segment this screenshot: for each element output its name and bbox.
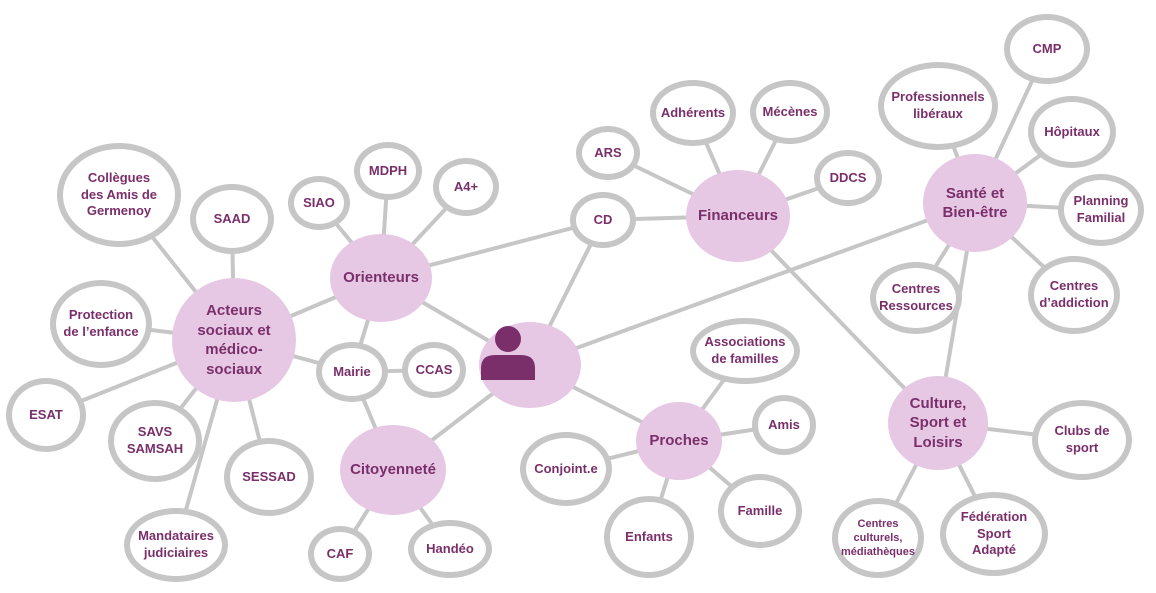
leaf-mecenes: Mécènes [750, 80, 830, 144]
hub-culture-sport-loisirs: Culture, Sport et Loisirs [888, 376, 988, 470]
leaf-ccas: CCAS [402, 342, 466, 398]
leaf-professionnels-liberaux: Professionnels libéraux [878, 62, 998, 150]
leaf-federation-sport-adapte: Fédération Sport Adapté [940, 492, 1048, 576]
leaf-clubs-de-sport: Clubs de sport [1032, 400, 1132, 480]
leaf-hopitaux: Hôpitaux [1028, 96, 1116, 168]
leaf-cd: CD [570, 192, 636, 248]
leaf-a4-plus: A4+ [433, 158, 499, 216]
leaf-adherents: Adhérents [650, 80, 736, 146]
leaf-conjoint: Conjoint.e [520, 432, 612, 506]
leaf-centres-ressources: Centres Ressources [870, 262, 962, 334]
leaf-collegues-amis-germenoy: Collègues des Amis de Germenoy [57, 143, 181, 247]
leaf-mandataires-judiciaires: Mandataires judiciaires [124, 508, 228, 582]
hub-acteurs-sociaux: Acteurs sociaux et médico- sociaux [172, 278, 296, 402]
leaf-sessad: SESSAD [224, 438, 314, 516]
leaf-saad: SAAD [190, 184, 274, 254]
leaf-savs-samsah: SAVS SAMSAH [108, 400, 202, 482]
leaf-ddcs: DDCS [814, 150, 882, 206]
hub-proches: Proches [636, 402, 722, 480]
leaf-planning-familial: Planning Familial [1058, 174, 1144, 246]
leaf-centres-culturels: Centres culturels, médiathèques [832, 498, 924, 578]
leaf-protection-enfance: Protection de l’enfance [50, 280, 152, 368]
hub-financeurs: Financeurs [686, 170, 790, 262]
leaf-cmp: CMP [1004, 14, 1090, 84]
leaf-centres-addiction: Centres d’addiction [1028, 256, 1120, 334]
leaf-handeo: Handéo [408, 520, 492, 578]
leaf-mairie: Mairie [316, 342, 388, 402]
leaf-siao: SIAO [288, 176, 350, 230]
center-person-node [479, 322, 581, 408]
hub-sante-bien-etre: Santé et Bien-être [923, 154, 1027, 252]
leaf-famille: Famille [718, 474, 802, 548]
leaf-enfants: Enfants [604, 496, 694, 578]
leaf-caf: CAF [308, 526, 372, 582]
leaf-ars: ARS [576, 126, 640, 180]
leaf-mdph: MDPH [354, 142, 422, 200]
person-icon [481, 326, 535, 380]
leaf-esat: ESAT [6, 378, 86, 452]
hub-orienteurs: Orienteurs [330, 234, 432, 322]
leaf-amis: Amis [752, 395, 816, 455]
leaf-associations-familles: Associations de familles [690, 318, 800, 384]
edge-center-sante [529, 201, 976, 367]
hub-citoyennete: Citoyenneté [340, 425, 446, 515]
